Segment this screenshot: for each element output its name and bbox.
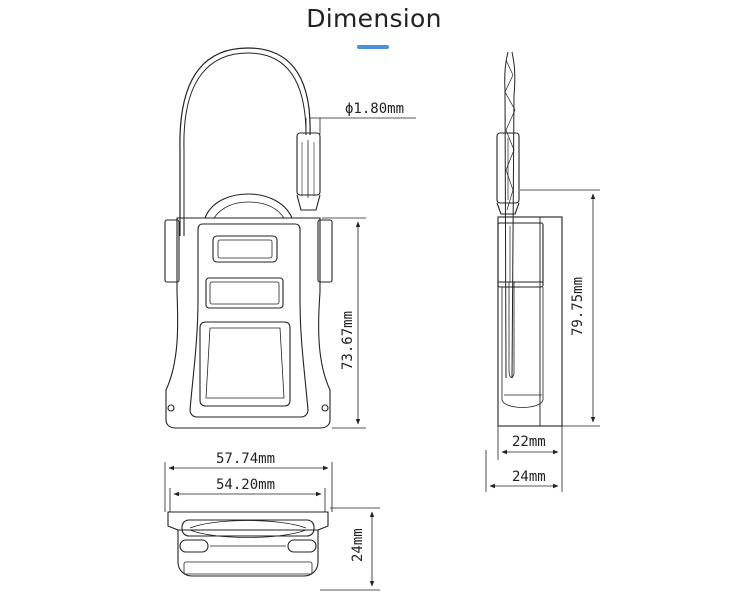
page-title: Dimension	[306, 4, 442, 33]
front-height-label: 73.67mm	[340, 311, 356, 370]
bottom-outer-width-label: 57.74mm	[216, 451, 275, 467]
side-height-dimension	[520, 189, 600, 427]
bottom-depth-dimension	[320, 507, 380, 591]
side-height-label: 79.75mm	[570, 277, 586, 336]
shackle-diameter-label: ϕ1.80mm	[345, 101, 404, 117]
side-view	[496, 51, 563, 427]
diameter-dimension	[305, 117, 416, 134]
side-depth-dimensions	[485, 426, 563, 492]
title-underline	[357, 45, 389, 49]
side-body-depth-label: 22mm	[512, 434, 546, 450]
bottom-depth-label: 24mm	[350, 528, 366, 562]
bottom-view-dimensions	[164, 462, 333, 512]
bottom-inner-width-label: 54.20mm	[216, 477, 275, 493]
front-view	[164, 47, 333, 429]
front-height-dimension	[322, 217, 366, 429]
side-total-depth-label: 24mm	[512, 469, 546, 485]
bottom-view	[167, 511, 329, 577]
